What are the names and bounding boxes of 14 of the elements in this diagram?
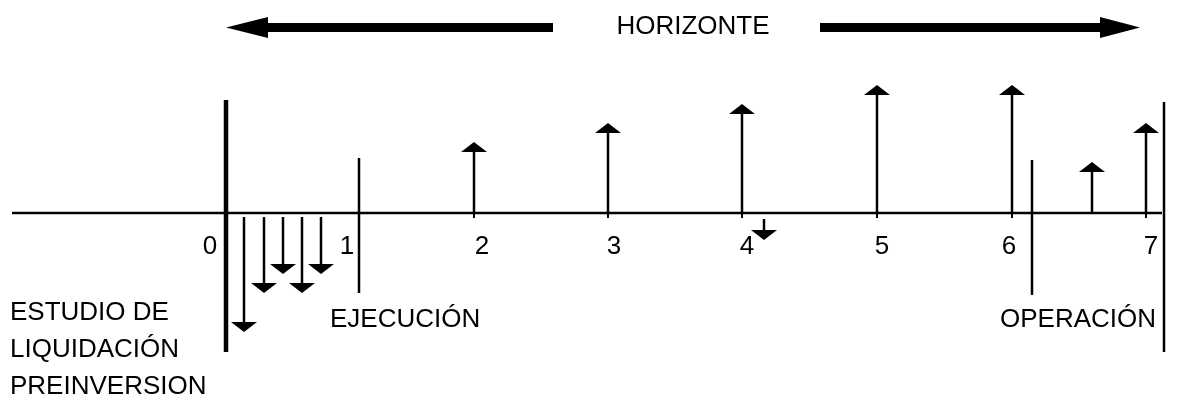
tick-label: 6 [1001,229,1017,261]
phase-label: OPERACIÓN [1000,302,1157,334]
phase-label: LIQUIDACIÓN [10,332,180,364]
axis-label: HORIZONTE [616,9,770,41]
tick-label: 0 [202,229,218,261]
phase-label: PREINVERSION [10,369,207,401]
tick-label: 7 [1143,229,1159,261]
tick-label: 3 [606,229,622,261]
tick-label: 1 [339,229,355,261]
phase-label: ESTUDIO DE [10,295,169,327]
tick-label: 5 [874,229,890,261]
tick-label: 4 [739,229,755,261]
tick-label: 2 [474,229,490,261]
phase-label: EJECUCIÓN [330,302,481,334]
